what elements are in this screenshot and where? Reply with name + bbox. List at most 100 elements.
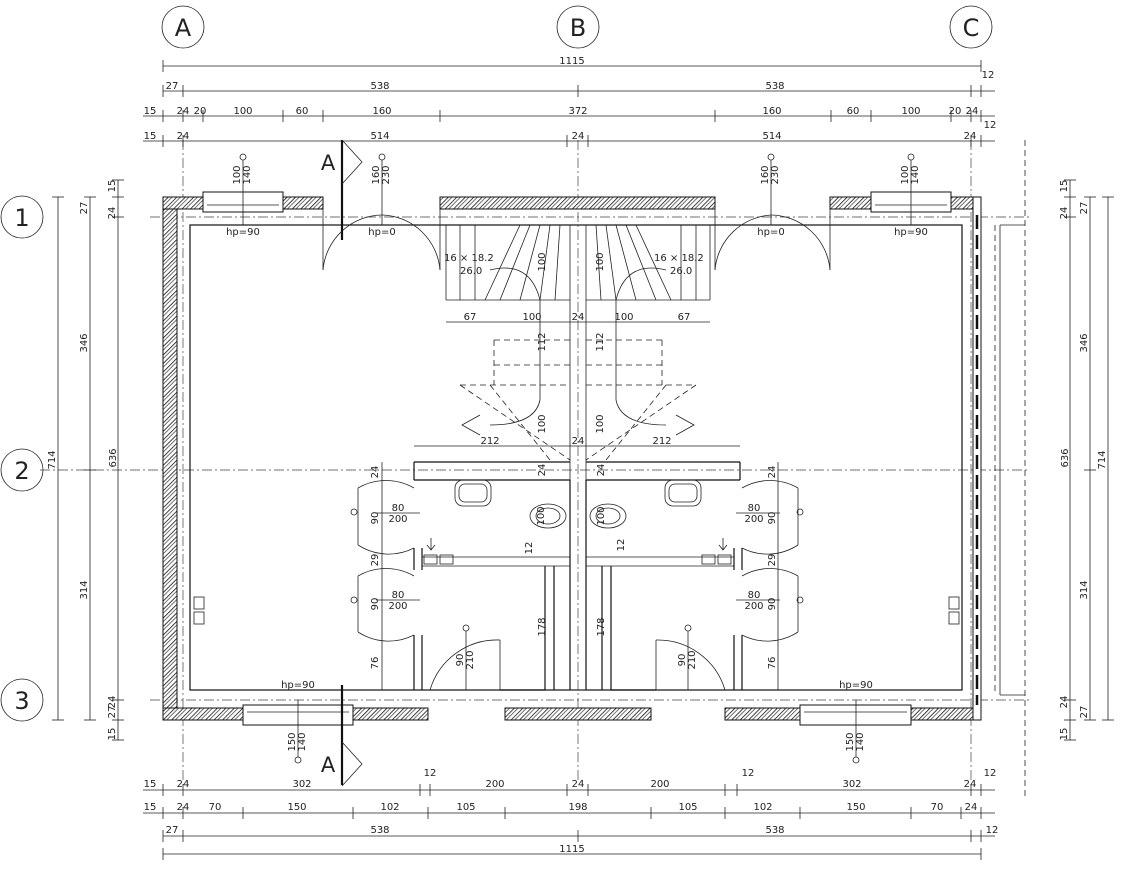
dim-bot-r2-2: 70 — [209, 802, 222, 813]
dim-left-in-0: 15 — [107, 180, 118, 193]
bath-lr-door-h: 200 — [744, 601, 763, 612]
dim-bot-r1-4: 200 — [485, 779, 504, 790]
entry-r-w: 90 — [677, 654, 688, 667]
stair-spec-left-2: 26.0 — [460, 266, 482, 277]
entry-r-h: 210 — [687, 650, 698, 669]
bathrooms: 100 100 80 200 80 200 80 200 80 200 24 — [350, 462, 804, 691]
dim-top-r3-4: 514 — [762, 131, 781, 142]
axis-label-c: C — [963, 14, 980, 42]
dim-top-r2-9: 100 — [901, 106, 920, 117]
win-br-hp: hp=90 — [839, 680, 873, 691]
dim-top-r2-0: 15 — [144, 106, 157, 117]
dim-bot-r1-3: 12 — [424, 768, 437, 779]
bath-lv-4: 76 — [370, 657, 381, 670]
dim-top-total: 1115 — [559, 56, 584, 67]
bath-r-24: 24 — [596, 464, 607, 477]
dim-right-in-3: 24 — [1059, 696, 1070, 709]
dim-right-in-5: 15 — [1059, 728, 1070, 741]
win-tr-a: 100 — [900, 165, 911, 184]
dim-right-mid-1: 636 — [1060, 448, 1071, 467]
stair-dim-3: 100 — [614, 312, 633, 323]
bath-lv-1: 90 — [370, 512, 381, 525]
stair-spec-left-1: 16 × 18.2 — [444, 253, 494, 264]
bath-lv-0: 24 — [370, 466, 381, 479]
dim-bot-r2-6: 198 — [568, 802, 587, 813]
stair-landing-r: 212 — [652, 436, 671, 447]
dim-bot-r1-0: 15 — [144, 779, 157, 790]
bath-ur-door-w: 80 — [748, 503, 761, 514]
dim-bot-r2-8: 102 — [753, 802, 772, 813]
dim-left-in-1: 27 — [79, 202, 90, 215]
dim-bot-r3-3: 12 — [986, 825, 999, 836]
bath-ur-door-h: 200 — [744, 514, 763, 525]
axis-label-3: 3 — [14, 687, 29, 715]
bath-lv-3: 90 — [370, 598, 381, 611]
dim-bot-r2-7: 105 — [678, 802, 697, 813]
part-r-178: 178 — [596, 617, 607, 636]
bath-ll-door-h: 200 — [388, 601, 407, 612]
dim-right-in-0: 15 — [1059, 180, 1070, 193]
dim-top-r2-10: 20 — [949, 106, 962, 117]
stair-flight-l-1: 112 — [537, 332, 548, 351]
dim-bot-r3-1: 538 — [370, 825, 389, 836]
dim-top-r2-8: 60 — [847, 106, 860, 117]
stair-spec-right-1: 16 × 18.2 — [654, 253, 704, 264]
dim-left-in-4: 27 — [107, 706, 118, 719]
win-tl-a: 100 — [232, 165, 243, 184]
top-dimensions: 1115 27 538 538 12 15 24 20 100 60 160 3… — [143, 56, 996, 147]
wc-right-label: 100 — [596, 506, 607, 525]
dim-bot-r2-0: 15 — [144, 802, 157, 813]
dim-right-in-4: 27 — [1079, 706, 1090, 719]
dim-top-r3-3: 24 — [572, 131, 585, 142]
dim-left-in-3: 24 — [107, 696, 118, 709]
dim-top-r1-3: 12 — [982, 70, 995, 81]
dim-top-r3-6: 12 — [984, 120, 997, 131]
axis-label-a: A — [175, 14, 192, 42]
dim-top-r1-2: 538 — [765, 81, 784, 92]
section-markers: A A — [321, 139, 363, 787]
bath-lv-2: 29 — [370, 554, 381, 567]
stair-flight-l-0: 100 — [537, 252, 548, 271]
bath-rv-0: 24 — [767, 466, 778, 479]
bath-lr-door-w: 80 — [748, 590, 761, 601]
left-dimensions: 714 346 636 314 15 27 24 24 27 15 — [47, 179, 124, 741]
stair-flight-l-2: 100 — [537, 414, 548, 433]
bath-l-24: 24 — [537, 464, 548, 477]
part-r-12: 12 — [616, 539, 627, 552]
section-top-label: A — [321, 151, 336, 175]
dim-right-in-1: 27 — [1079, 202, 1090, 215]
dim-bot-r2-10: 70 — [931, 802, 944, 813]
dim-top-r3-0: 15 — [144, 131, 157, 142]
stair-flight-r-0: 100 — [595, 252, 606, 271]
dim-left-in-2: 24 — [107, 207, 118, 220]
bath-rv-2: 29 — [767, 554, 778, 567]
part-l-12: 12 — [524, 542, 535, 555]
stair-landing-l: 212 — [480, 436, 499, 447]
windows — [193, 191, 960, 726]
stair-dim-1: 100 — [522, 312, 541, 323]
dim-bot-r2-3: 150 — [287, 802, 306, 813]
dim-bot-r2-5: 105 — [456, 802, 475, 813]
door-tr-b: 230 — [770, 165, 781, 184]
dim-top-r2-2: 20 — [194, 106, 207, 117]
bottom-dimensions: 15 24 302 12 200 24 200 12 302 24 12 15 … — [143, 768, 998, 860]
stair-flight-r-2: 100 — [595, 414, 606, 433]
dim-right-mid-2: 314 — [1079, 580, 1090, 599]
win-br-b: 140 — [855, 732, 866, 751]
door-tr-a: 160 — [760, 165, 771, 184]
dim-top-r2-11: 24 — [966, 106, 979, 117]
axis-label-1: 1 — [14, 204, 29, 232]
win-bl-b: 140 — [297, 732, 308, 751]
entry-l-h: 210 — [465, 650, 476, 669]
win-tr-b: 140 — [910, 165, 921, 184]
dim-top-r3-2: 514 — [370, 131, 389, 142]
part-l-178: 178 — [537, 617, 548, 636]
bath-rv-3: 90 — [767, 598, 778, 611]
walls — [162, 196, 982, 721]
win-br-a: 150 — [845, 732, 856, 751]
dim-top-r2-7: 160 — [762, 106, 781, 117]
dim-left-in-5: 15 — [107, 728, 118, 741]
dim-top-r3-5: 24 — [964, 131, 977, 142]
door-tl-hp: hp=0 — [368, 227, 395, 238]
dim-bot-r1-9: 24 — [964, 779, 977, 790]
